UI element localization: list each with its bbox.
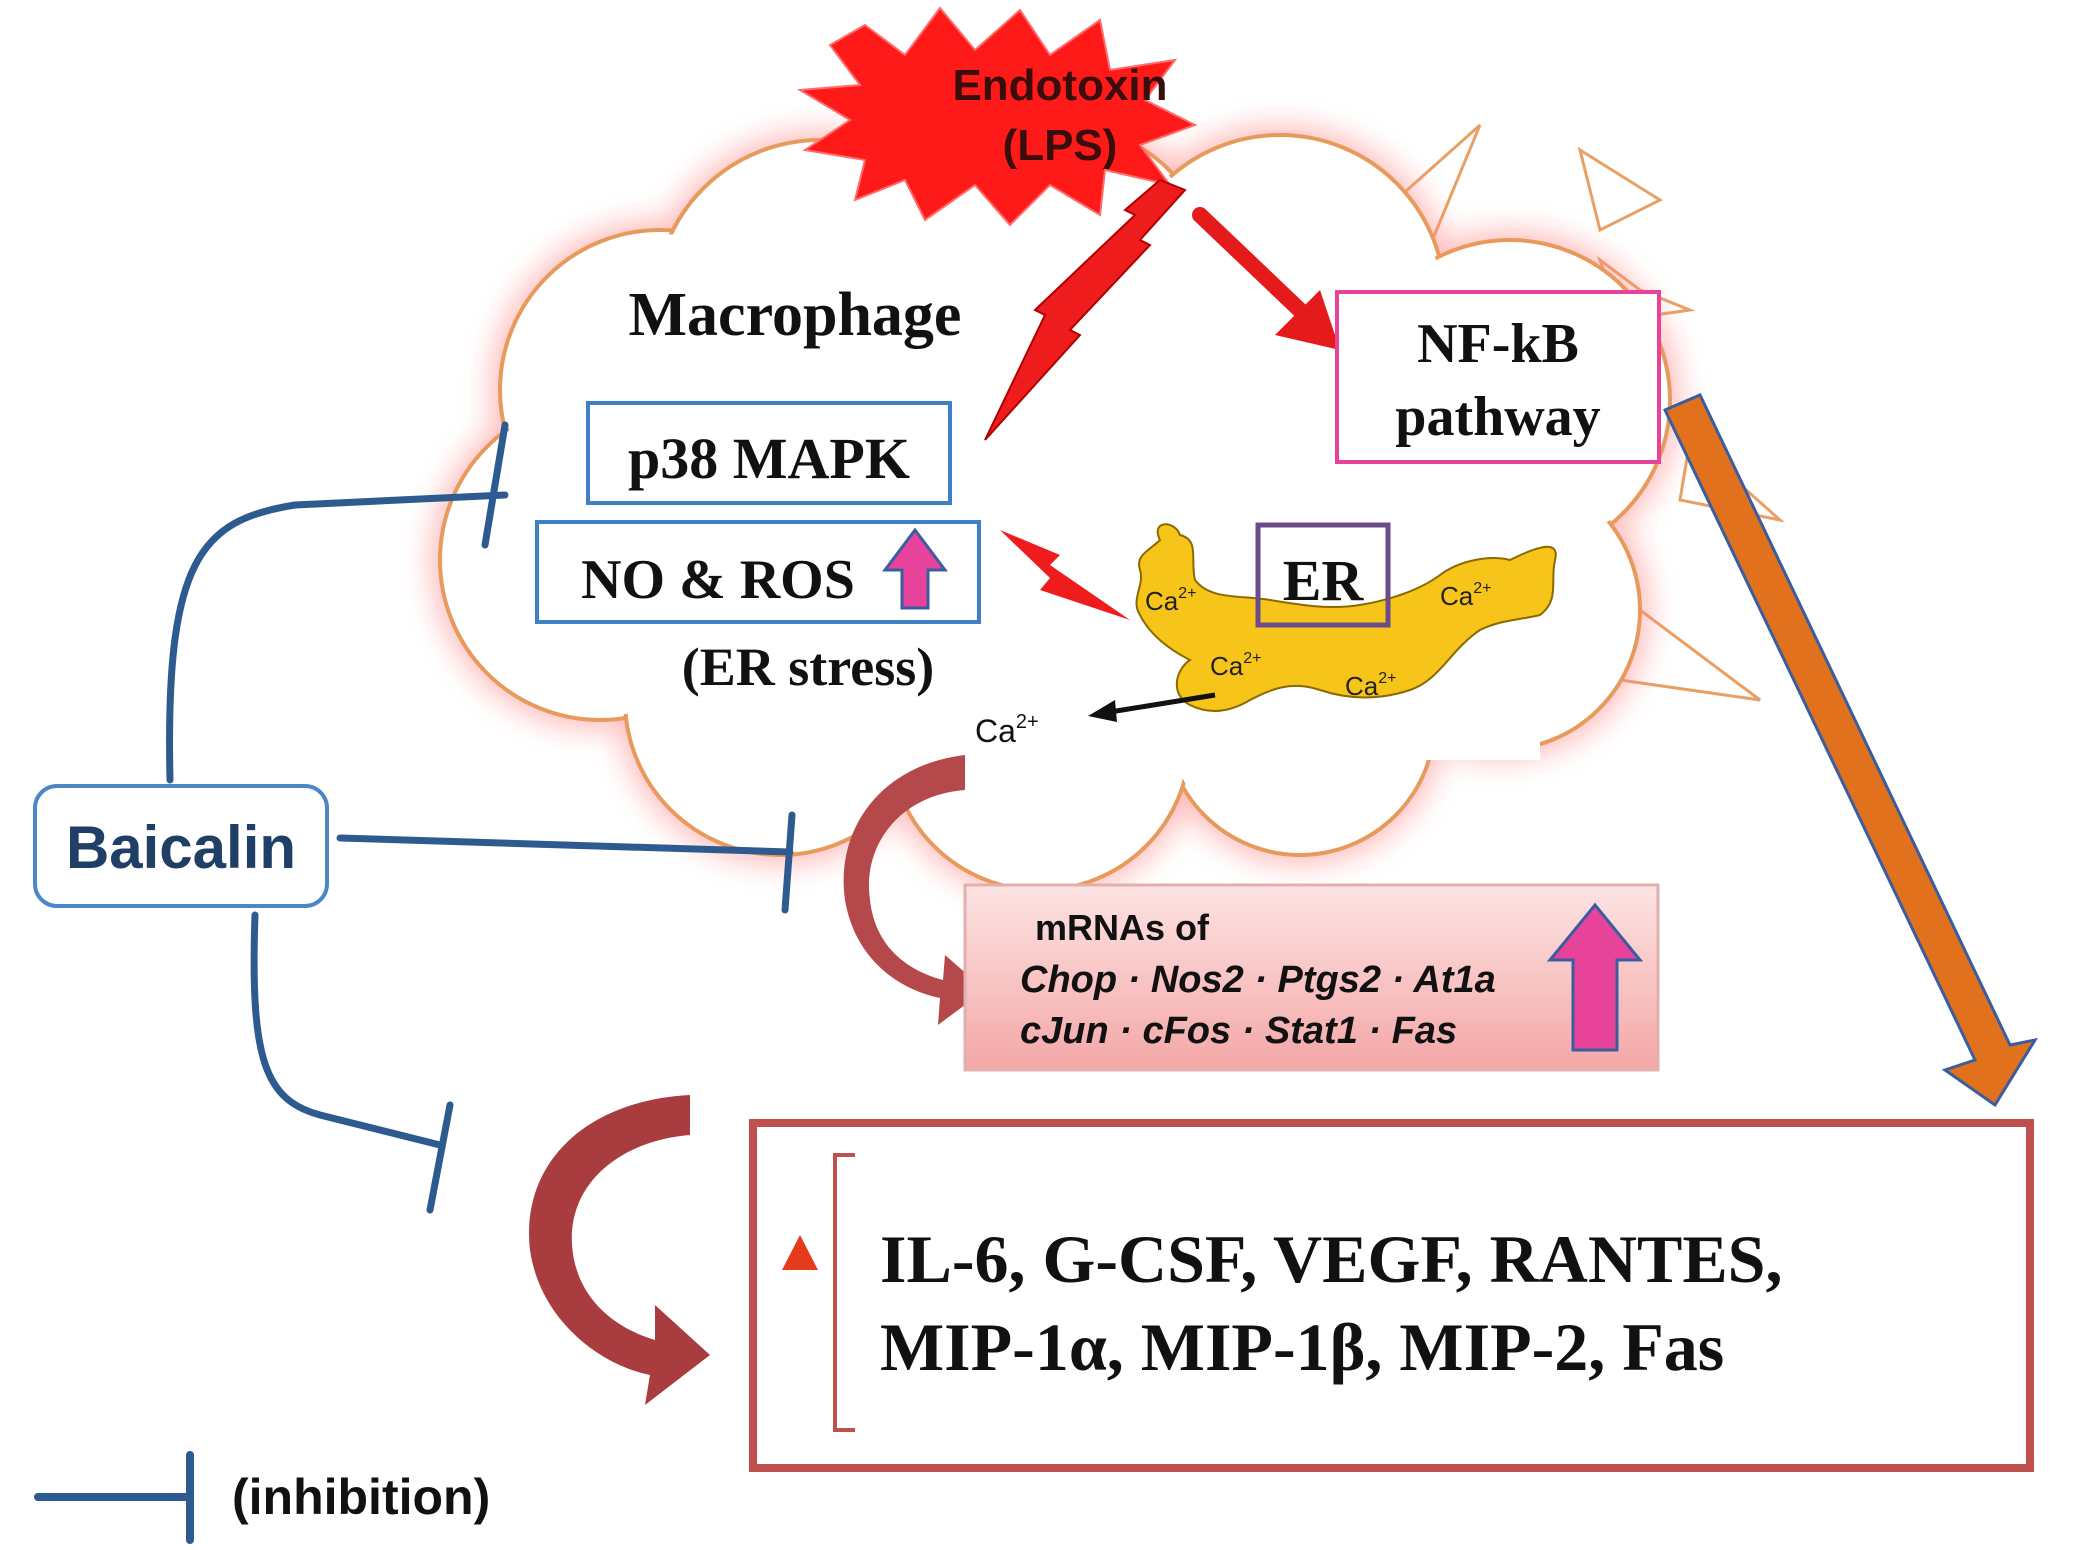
legend-label: (inhibition) xyxy=(232,1469,490,1525)
mrna-box xyxy=(963,883,1660,1072)
lightning-bolt-icon xyxy=(984,178,1187,441)
nfkb-to-cytokines-arrow xyxy=(1662,393,2039,1108)
cytokines-line-2: MIP-1α, MIP-1β, MIP-2, Fas xyxy=(880,1309,1724,1385)
calcium-release-arrow xyxy=(1088,692,1216,722)
p38-mapk-box xyxy=(586,401,952,505)
lps-to-nfkb-arrow xyxy=(1192,207,1340,350)
nfkb-box xyxy=(1335,290,1661,464)
er-calcium-4: Ca2+ xyxy=(1345,670,1397,701)
nfkb-label: NF-kB xyxy=(1417,313,1579,375)
er-calcium-2: Ca2+ xyxy=(1440,580,1492,611)
nfkb-pathway-label: pathway xyxy=(1395,386,1600,448)
er-stress-lightning-icon xyxy=(1000,530,1130,620)
er-label: ER xyxy=(1283,548,1365,613)
cytokines-bracket xyxy=(833,1153,855,1432)
cytokines-box xyxy=(749,1119,2034,1472)
cytokines-up-arrow-icon xyxy=(782,1235,818,1355)
baicalin-inhibits-mrna xyxy=(336,811,796,914)
cloud-to-mrna-curved-arrow xyxy=(843,755,985,1025)
baicalin-box xyxy=(33,784,329,908)
no-ros-label: NO & ROS xyxy=(581,549,855,611)
er-organelle xyxy=(1135,523,1557,712)
er-calcium-1: Ca2+ xyxy=(1145,585,1197,616)
er-stress-label: (ER stress) xyxy=(682,637,934,697)
mrna-genes-line-2: cJun · cFos · Stat1 · Fas xyxy=(1020,1010,1457,1052)
macrophage-label: Macrophage xyxy=(629,281,962,349)
inhibition-legend: (inhibition) xyxy=(34,1451,490,1544)
released-calcium-label: Ca2+ xyxy=(975,711,1039,749)
baicalin-inhibits-cytokines xyxy=(250,911,454,1214)
er-calcium-labels: Ca2+ Ca2+ Ca2+ Ca2+ xyxy=(1145,580,1492,701)
lps-label: (LPS) xyxy=(1003,121,1118,170)
er-box xyxy=(1255,522,1391,628)
mrna-up-arrow-icon xyxy=(1546,902,1644,1052)
cytokines-line-1: IL-6, G-CSF, VEGF, RANTES, xyxy=(880,1221,1783,1297)
to-cytokines-curved-arrow xyxy=(529,1095,710,1405)
er-calcium-3: Ca2+ xyxy=(1210,650,1262,681)
mrna-genes-line-1: Chop · Nos2 · Ptgs2 · At1a xyxy=(1020,959,1496,1001)
endotoxin-burst xyxy=(796,6,1198,227)
mrna-title: mRNAs of xyxy=(1035,907,1210,948)
no-ros-up-arrow-icon xyxy=(882,527,948,610)
baicalin-label: Baicalin xyxy=(66,814,296,881)
p38-mapk-label: p38 MAPK xyxy=(628,426,910,491)
endotoxin-label: Endotoxin xyxy=(952,61,1167,110)
baicalin-inhibits-p38 xyxy=(166,421,509,784)
